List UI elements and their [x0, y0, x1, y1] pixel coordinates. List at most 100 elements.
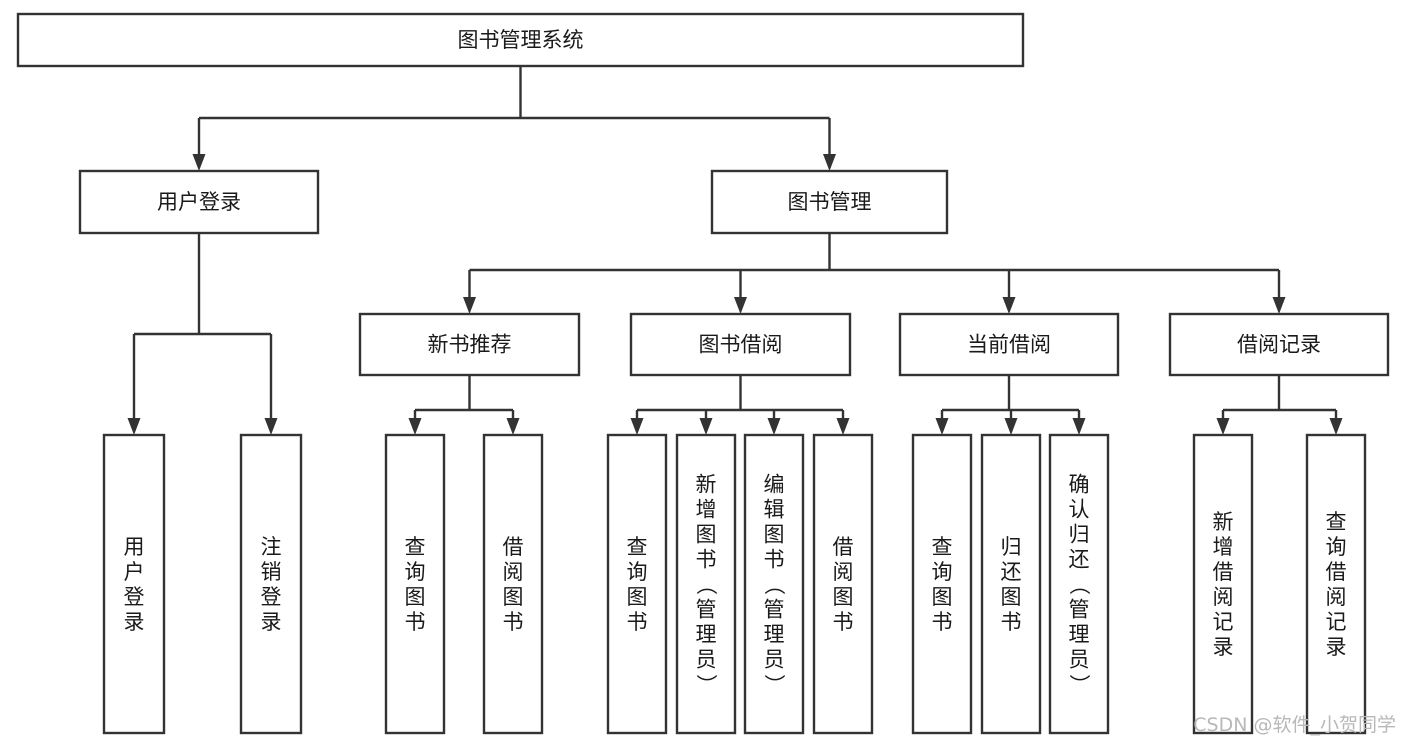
node-label-char: 编: [764, 473, 785, 497]
node-label-char: 理: [696, 623, 717, 647]
node-label-char: 借: [833, 535, 854, 559]
arrow-head-icon: [699, 418, 713, 435]
node-l2-0[interactable]: 用户登录: [78, 169, 320, 235]
node-label-char: 图: [696, 523, 717, 547]
node-box[interactable]: [78, 169, 320, 235]
node-label-char: 还: [1069, 548, 1090, 572]
node-label-char: 用: [124, 535, 145, 559]
arrow-head-icon: [630, 418, 644, 435]
node-label-char: 查: [627, 535, 648, 559]
node-l3-0-0[interactable]: 用户登录: [102, 433, 166, 735]
node-label-char: 询: [405, 560, 426, 584]
node-label-char: 归: [1069, 523, 1090, 547]
node-label-char: 书: [833, 610, 854, 634]
node-box[interactable]: [482, 433, 544, 735]
node-box[interactable]: [980, 433, 1042, 735]
node-box[interactable]: [898, 312, 1120, 377]
arrow-head-icon: [1072, 418, 1086, 435]
node-label-char: 记: [1213, 610, 1234, 634]
node-box[interactable]: [1192, 433, 1254, 735]
node-label: 当前借阅: [967, 333, 1051, 357]
node-box[interactable]: [911, 433, 973, 735]
node-box[interactable]: [1048, 433, 1110, 735]
node-label-char: 书: [764, 548, 785, 572]
node-label-char: 书: [405, 610, 426, 634]
node-box[interactable]: [384, 433, 446, 735]
node-label-char: 图: [1001, 585, 1022, 609]
node-box[interactable]: [675, 433, 737, 735]
node-label-char: 录: [1213, 635, 1234, 659]
node-l3-1-1[interactable]: 图书借阅: [629, 312, 852, 377]
node-label-char: 销: [261, 560, 282, 584]
node-box[interactable]: [239, 433, 303, 735]
node-layer: 图书管理系统用户登录用户登录注销登录图书管理新书推荐查询图书借阅图书图书借阅查询…: [16, 12, 1390, 735]
node-box[interactable]: [1305, 433, 1367, 735]
node-l3-1-3[interactable]: 借阅记录: [1168, 312, 1390, 377]
node-label-char: 书: [932, 610, 953, 634]
arrow-head-icon: [506, 418, 520, 435]
node-box[interactable]: [102, 433, 166, 735]
node-l3-1-2[interactable]: 当前借阅: [898, 312, 1120, 377]
arrow-head-icon: [192, 154, 206, 171]
node-label-char: ）: [762, 674, 786, 695]
arrow-head-icon: [127, 418, 141, 435]
node-box[interactable]: [629, 312, 852, 377]
node-box[interactable]: [812, 433, 874, 735]
node-label-char: 询: [627, 560, 648, 584]
arrow-head-icon: [836, 418, 850, 435]
node-label-char: 还: [1001, 560, 1022, 584]
node-l3-1-0[interactable]: 新书推荐: [358, 312, 581, 377]
node-label-char: 阅: [1326, 585, 1347, 609]
node-label-char: 查: [932, 535, 953, 559]
node-label-char: 辑: [764, 498, 785, 522]
node-label-char: 图: [503, 585, 524, 609]
node-box[interactable]: [743, 433, 805, 735]
node-label-char: 新: [696, 473, 717, 497]
arrow-head-icon: [1329, 418, 1343, 435]
node-label-char: ）: [694, 674, 718, 695]
node-box[interactable]: [710, 169, 949, 235]
node-label-char: 新: [1213, 510, 1234, 534]
node-label: 图书借阅: [699, 333, 783, 357]
arrow-head-icon: [1272, 297, 1286, 314]
node-l2-1[interactable]: 图书管理: [710, 169, 949, 235]
node-box[interactable]: [606, 433, 668, 735]
arrow-head-icon: [1004, 418, 1018, 435]
node-label-char: 借: [1326, 560, 1347, 584]
node-label-char: 认: [1069, 498, 1090, 522]
node-label-char: 登: [124, 585, 145, 609]
node-label: 图书管理系统: [458, 28, 584, 52]
node-label-char: 阅: [833, 560, 854, 584]
node-label: 用户登录: [157, 190, 241, 214]
node-label-char: 图: [932, 585, 953, 609]
node-label-char: 录: [124, 610, 145, 634]
node-label-char: 图: [764, 523, 785, 547]
node-box[interactable]: [16, 12, 1025, 68]
arrow-head-icon: [767, 418, 781, 435]
arrow-head-icon: [408, 418, 422, 435]
node-label-char: 员: [696, 648, 717, 672]
node-label-char: 录: [261, 610, 282, 634]
node-box[interactable]: [358, 312, 581, 377]
node-label-char: 借: [503, 535, 524, 559]
node-box[interactable]: [1168, 312, 1390, 377]
node-label-char: 阅: [503, 560, 524, 584]
node-root[interactable]: 图书管理系统: [16, 12, 1025, 68]
node-label-char: 录: [1326, 635, 1347, 659]
arrow-head-icon: [463, 297, 476, 314]
node-label-char: 记: [1326, 610, 1347, 634]
csdn-watermark: CSDN @软件_小贺同学: [1193, 714, 1396, 736]
